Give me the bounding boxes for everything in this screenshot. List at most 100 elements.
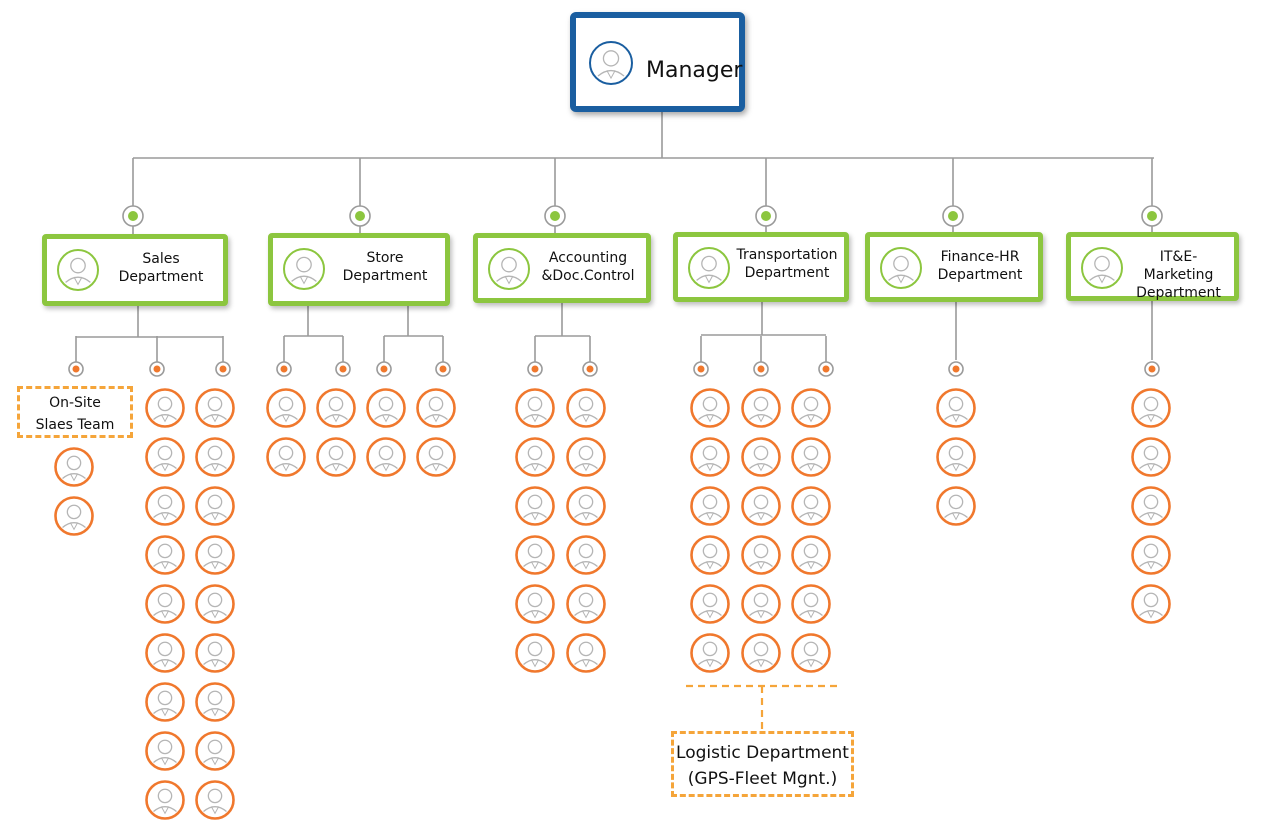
staff-node-dot [149,361,165,377]
staff-avatar-icon[interactable] [416,437,456,477]
staff-avatar-icon[interactable] [690,535,730,575]
staff-avatar-icon[interactable] [145,584,185,624]
department-box-accounting[interactable]: Accounting&Doc.Control [473,233,651,303]
staff-avatar-icon[interactable] [690,633,730,673]
staff-node-dot [753,361,769,377]
staff-avatar-icon[interactable] [145,731,185,771]
staff-node-dot [435,361,451,377]
staff-avatar-icon[interactable] [195,584,235,624]
staff-avatar-icon[interactable] [1131,535,1171,575]
staff-avatar-icon[interactable] [145,780,185,820]
staff-node-dot [948,361,964,377]
staff-avatar-icon[interactable] [515,486,555,526]
staff-avatar-icon[interactable] [145,682,185,722]
staff-avatar-icon[interactable] [195,780,235,820]
staff-avatar-icon[interactable] [54,447,94,487]
department-node-dot [755,205,777,227]
staff-avatar-icon[interactable] [195,535,235,575]
staff-avatar-icon[interactable] [195,682,235,722]
staff-avatar-icon[interactable] [936,388,976,428]
staff-avatar-icon[interactable] [195,486,235,526]
staff-avatar-icon[interactable] [195,731,235,771]
staff-avatar-icon[interactable] [791,437,831,477]
staff-node-dot [276,361,292,377]
staff-avatar-icon[interactable] [566,486,606,526]
staff-avatar-icon[interactable] [566,388,606,428]
staff-avatar-icon[interactable] [690,388,730,428]
staff-avatar-icon[interactable] [690,437,730,477]
staff-avatar-icon[interactable] [515,584,555,624]
person-icon [879,246,923,290]
staff-avatar-icon[interactable] [266,437,306,477]
staff-node-dot [376,361,392,377]
staff-avatar-icon[interactable] [366,437,406,477]
staff-avatar-icon[interactable] [54,496,94,536]
staff-avatar-icon[interactable] [416,388,456,428]
staff-avatar-icon[interactable] [266,388,306,428]
staff-avatar-icon[interactable] [145,437,185,477]
staff-avatar-icon[interactable] [741,388,781,428]
staff-avatar-icon[interactable] [195,437,235,477]
staff-avatar-icon[interactable] [1131,584,1171,624]
staff-avatar-icon[interactable] [791,535,831,575]
department-label: Accounting&Doc.Control [541,250,635,284]
staff-avatar-icon[interactable] [1131,437,1171,477]
staff-avatar-icon[interactable] [145,633,185,673]
staff-avatar-icon[interactable] [1131,486,1171,526]
staff-avatar-icon[interactable] [515,535,555,575]
logistic-department-note: Logistic Department(GPS-Fleet Mgnt.) [671,731,854,797]
manager-avatar-icon [588,40,634,86]
staff-avatar-icon[interactable] [741,486,781,526]
staff-avatar-icon[interactable] [741,535,781,575]
department-node-dot [349,205,371,227]
staff-node-dot [527,361,543,377]
staff-avatar-icon[interactable] [566,437,606,477]
staff-avatar-icon[interactable] [366,388,406,428]
department-node-dot [544,205,566,227]
staff-avatar-icon[interactable] [791,388,831,428]
staff-avatar-icon[interactable] [741,633,781,673]
staff-avatar-icon[interactable] [690,584,730,624]
staff-avatar-icon[interactable] [936,437,976,477]
staff-avatar-icon[interactable] [145,535,185,575]
person-icon [687,246,731,290]
staff-avatar-icon[interactable] [791,486,831,526]
staff-avatar-icon[interactable] [195,388,235,428]
staff-avatar-icon[interactable] [316,437,356,477]
staff-avatar-icon[interactable] [1131,388,1171,428]
staff-node-dot [335,361,351,377]
staff-avatar-icon[interactable] [195,633,235,673]
staff-avatar-icon[interactable] [791,633,831,673]
staff-avatar-icon[interactable] [316,388,356,428]
staff-node-dot [215,361,231,377]
staff-node-dot [1144,361,1160,377]
staff-node-dot [582,361,598,377]
department-node-dot [942,205,964,227]
staff-avatar-icon[interactable] [741,584,781,624]
manager-box[interactable]: Manager [570,12,745,112]
staff-avatar-icon[interactable] [566,633,606,673]
staff-avatar-icon[interactable] [690,486,730,526]
staff-avatar-icon[interactable] [515,633,555,673]
staff-avatar-icon[interactable] [566,584,606,624]
staff-avatar-icon[interactable] [566,535,606,575]
person-icon [1080,246,1124,290]
staff-avatar-icon[interactable] [515,388,555,428]
staff-avatar-icon[interactable] [741,437,781,477]
staff-avatar-icon[interactable] [145,388,185,428]
staff-node-dot [68,361,84,377]
staff-avatar-icon[interactable] [936,486,976,526]
person-icon [282,247,326,291]
staff-avatar-icon[interactable] [145,486,185,526]
staff-avatar-icon[interactable] [791,584,831,624]
staff-avatar-icon[interactable] [515,437,555,477]
